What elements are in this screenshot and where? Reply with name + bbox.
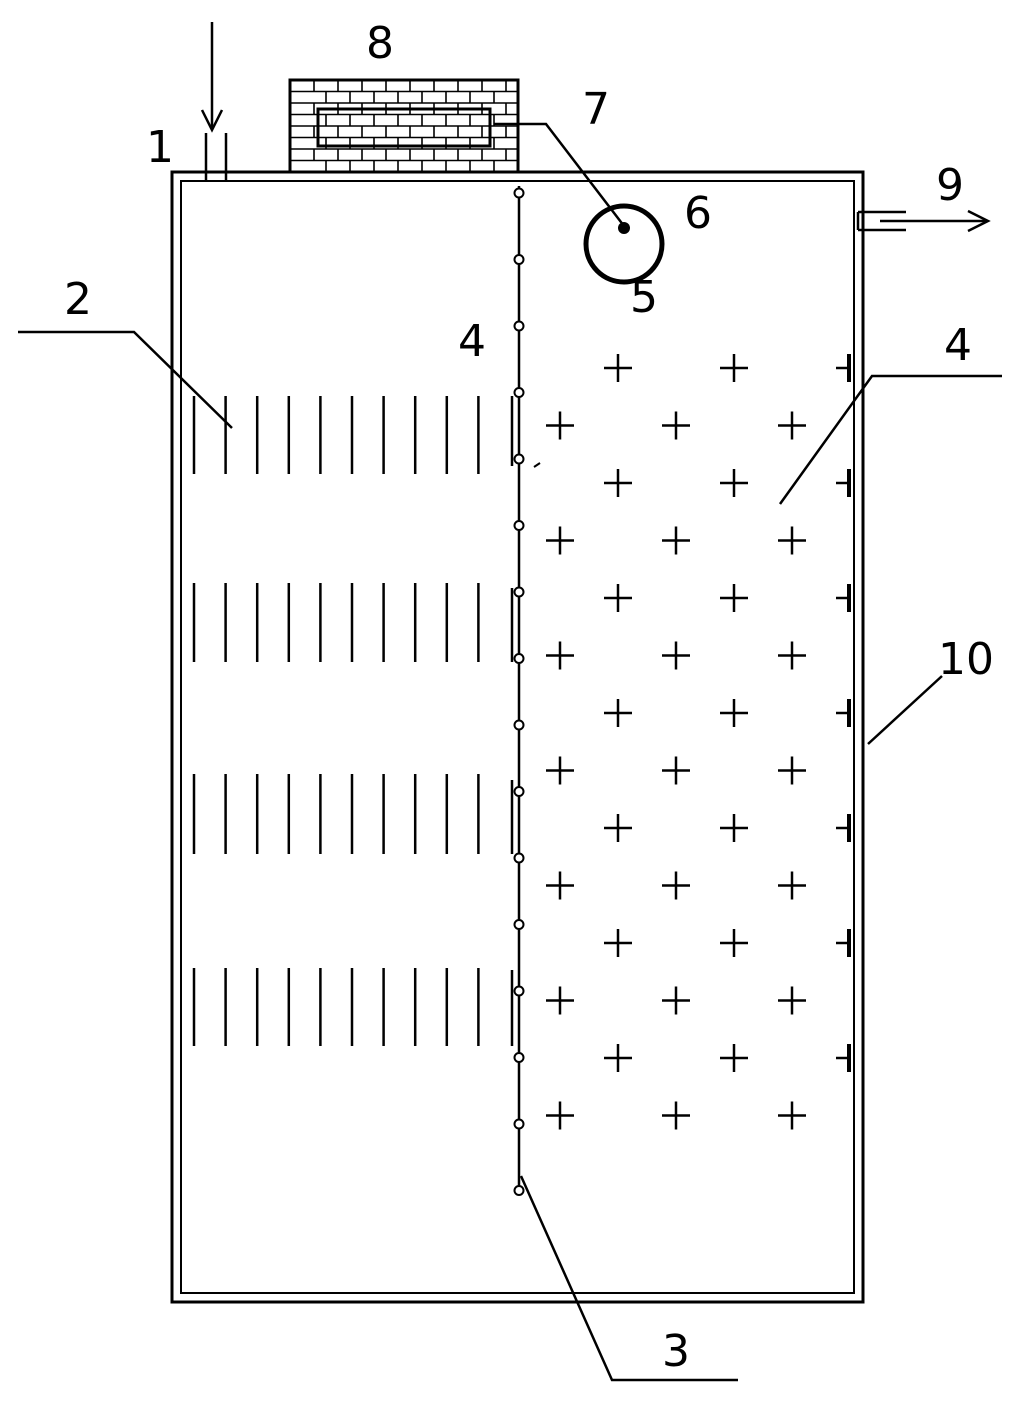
divider-ring <box>513 719 525 731</box>
divider-ring <box>513 387 525 398</box>
divider-ring <box>513 320 525 332</box>
stray-mark <box>533 462 541 468</box>
label-filter-bars: 2 <box>64 274 92 325</box>
connector-line <box>494 122 625 227</box>
aerator <box>583 203 665 285</box>
leader-10 <box>867 675 943 745</box>
divider-ring <box>513 520 525 531</box>
label-divider: 3 <box>662 1326 690 1377</box>
tank-inner-wall <box>180 180 855 1294</box>
label-connector: 7 <box>582 84 610 135</box>
brick-pattern <box>290 80 518 172</box>
divider-ring <box>513 919 525 930</box>
label-media-zone: 4 <box>944 320 972 371</box>
divider-ring <box>513 852 525 864</box>
divider-ring <box>513 653 525 664</box>
leader-3 <box>519 1175 738 1382</box>
inlet-pipe <box>200 22 228 181</box>
tank-outer-wall <box>170 170 865 1304</box>
label-outlet: 9 <box>936 160 964 211</box>
divider-ring <box>513 985 525 997</box>
leader-2 <box>18 330 233 429</box>
control-box-window <box>316 107 492 148</box>
control-box <box>288 78 520 174</box>
media-plus-markers <box>546 354 806 1130</box>
label-control-box: 8 <box>366 18 394 69</box>
label-divider-top: 4 <box>458 316 486 367</box>
divider-ring <box>513 254 525 265</box>
label-inlet: 1 <box>146 122 174 173</box>
divider-ring <box>513 786 525 797</box>
divider-rings <box>513 187 525 1196</box>
label-aerator-bottom: 5 <box>630 272 658 323</box>
leader-4-right <box>778 374 1002 505</box>
divider-ring <box>513 1118 525 1130</box>
wall-ticks <box>836 354 851 1072</box>
divider-ring <box>513 1052 525 1063</box>
outlet-pipe <box>856 209 991 233</box>
divider-ring <box>513 453 525 465</box>
divider-ring <box>513 187 525 199</box>
label-aerator: 6 <box>684 188 712 239</box>
label-tank-wall: 10 <box>938 634 994 685</box>
divider-ring <box>513 586 525 598</box>
filter-bar-groups <box>192 396 480 1046</box>
divider-ring <box>513 1185 525 1196</box>
